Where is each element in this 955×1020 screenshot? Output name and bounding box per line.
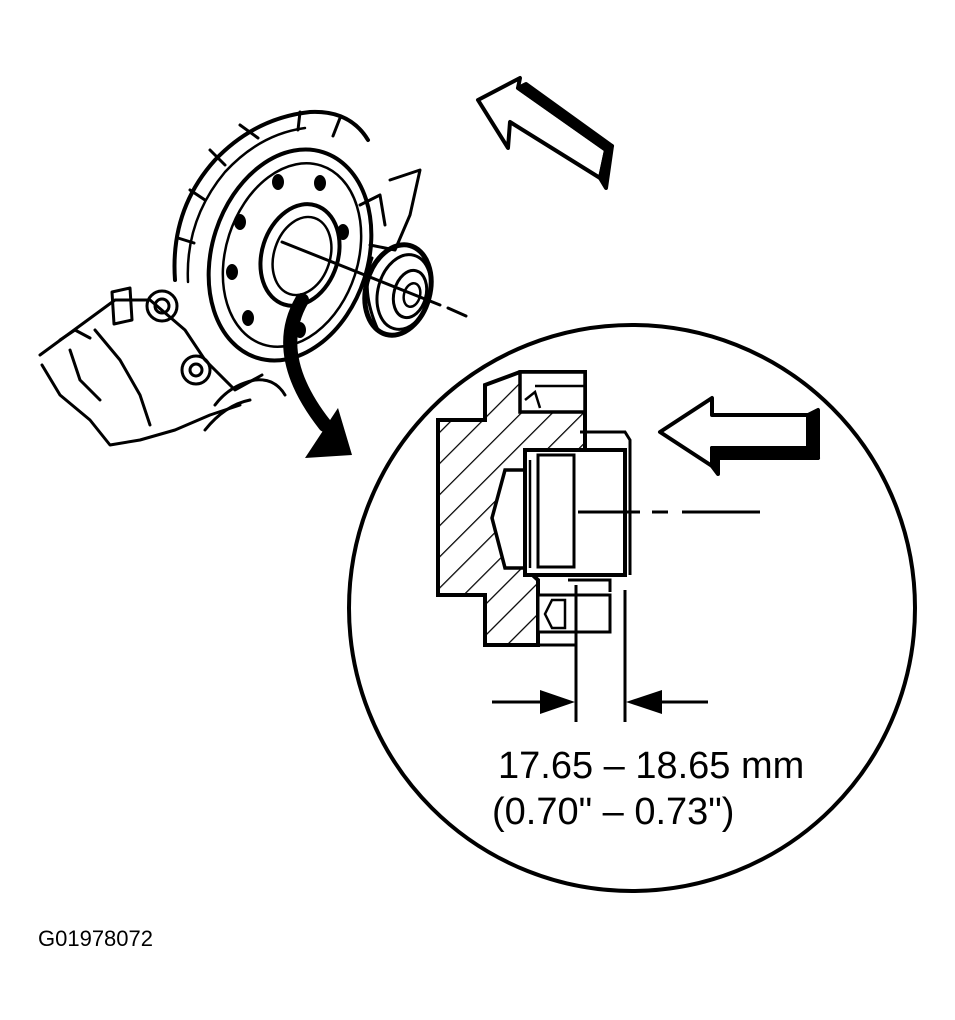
dimension-metric: 17.65 – 18.65 mm	[498, 745, 804, 787]
pilot-bearing	[362, 242, 434, 338]
figure-id: G01978072	[38, 926, 153, 951]
curved-arrow-icon	[283, 293, 352, 458]
arrow-left-icon	[658, 396, 820, 476]
transmission-housing	[38, 168, 422, 447]
arrow-left-icon	[476, 76, 614, 190]
dimension-imperial: (0.70" – 0.73")	[492, 791, 734, 833]
housing-flange	[172, 109, 374, 363]
dimension-lines	[492, 585, 708, 722]
detail-cross-section	[436, 370, 760, 647]
dimension-arrowheads	[540, 690, 662, 714]
center-axis-line	[280, 240, 468, 318]
bolt-lower	[180, 354, 212, 386]
bolt-upper	[145, 289, 179, 323]
flange-bolt-holes	[226, 174, 349, 338]
